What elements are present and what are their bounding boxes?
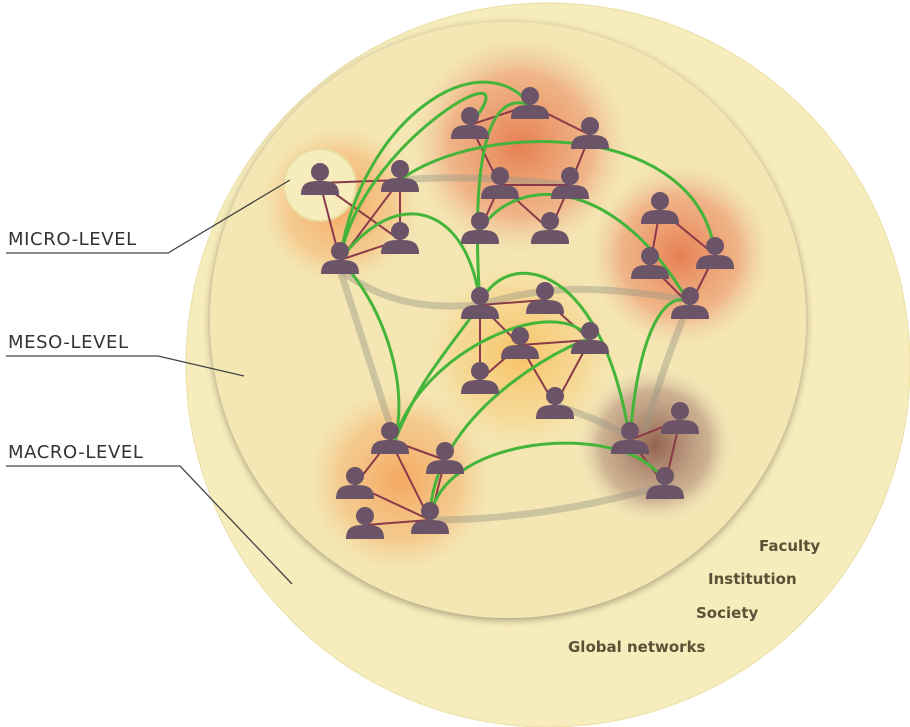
leader-lines xyxy=(6,179,293,585)
society-label: Society xyxy=(696,604,759,622)
meso-level-label: MESO-LEVEL xyxy=(8,332,129,353)
global-networks-label: Global networks xyxy=(568,638,706,656)
faculty-label: Faculty xyxy=(759,537,821,555)
institution-label: Institution xyxy=(708,570,797,588)
micro-level-label: MICRO-LEVEL xyxy=(8,229,137,250)
bridging-ties xyxy=(338,80,717,522)
cluster-glow xyxy=(588,163,772,347)
macro-level-label: MACRO-LEVEL xyxy=(8,442,144,463)
cluster-glow xyxy=(577,367,733,523)
